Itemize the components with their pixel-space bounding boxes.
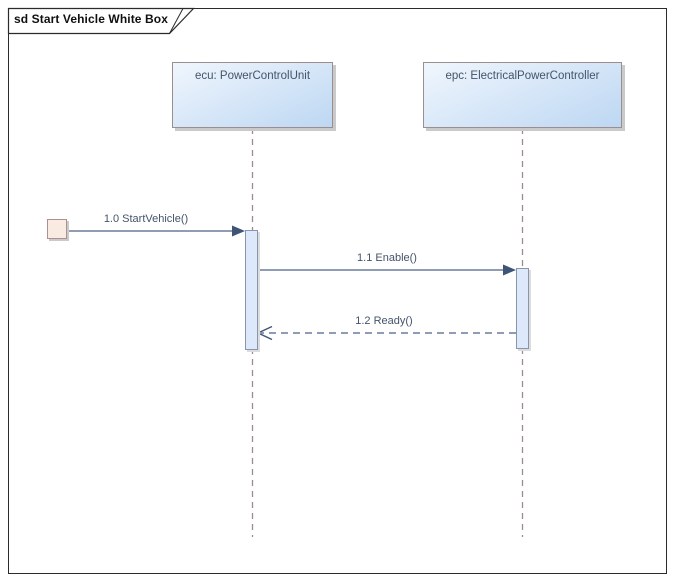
diagram-title: sd Start Vehicle White Box (14, 12, 168, 26)
message-ready-label[interactable]: 1.2 Ready() (355, 315, 413, 327)
open-arrowhead-icon (256, 325, 273, 341)
lifeline-epc-header[interactable]: epc: ElectricalPowerController (423, 62, 622, 128)
message-start-vehicle-arrow[interactable] (67, 225, 245, 237)
message-start-vehicle-label[interactable]: 1.0 StartVehicle() (103, 213, 189, 225)
solid-arrowhead-icon (503, 264, 516, 276)
diagram-frame (8, 8, 667, 574)
message-ready-return-arrow[interactable] (256, 325, 516, 341)
lifeline-epc-label: epc: ElectricalPowerController (445, 70, 600, 82)
found-message-source[interactable] (47, 219, 67, 239)
lifeline-ecu-header[interactable]: ecu: PowerControlUnit (172, 62, 333, 128)
message-enable-arrow[interactable] (258, 264, 516, 276)
message-enable-label[interactable]: 1.1 Enable() (357, 252, 417, 264)
frame-title-tab-crease (169, 8, 184, 34)
lifeline-ecu-label: ecu: PowerControlUnit (194, 70, 311, 82)
activation-bar-ecu[interactable] (245, 230, 258, 350)
solid-arrowhead-icon (232, 225, 245, 237)
activation-bar-epc[interactable] (516, 268, 529, 349)
